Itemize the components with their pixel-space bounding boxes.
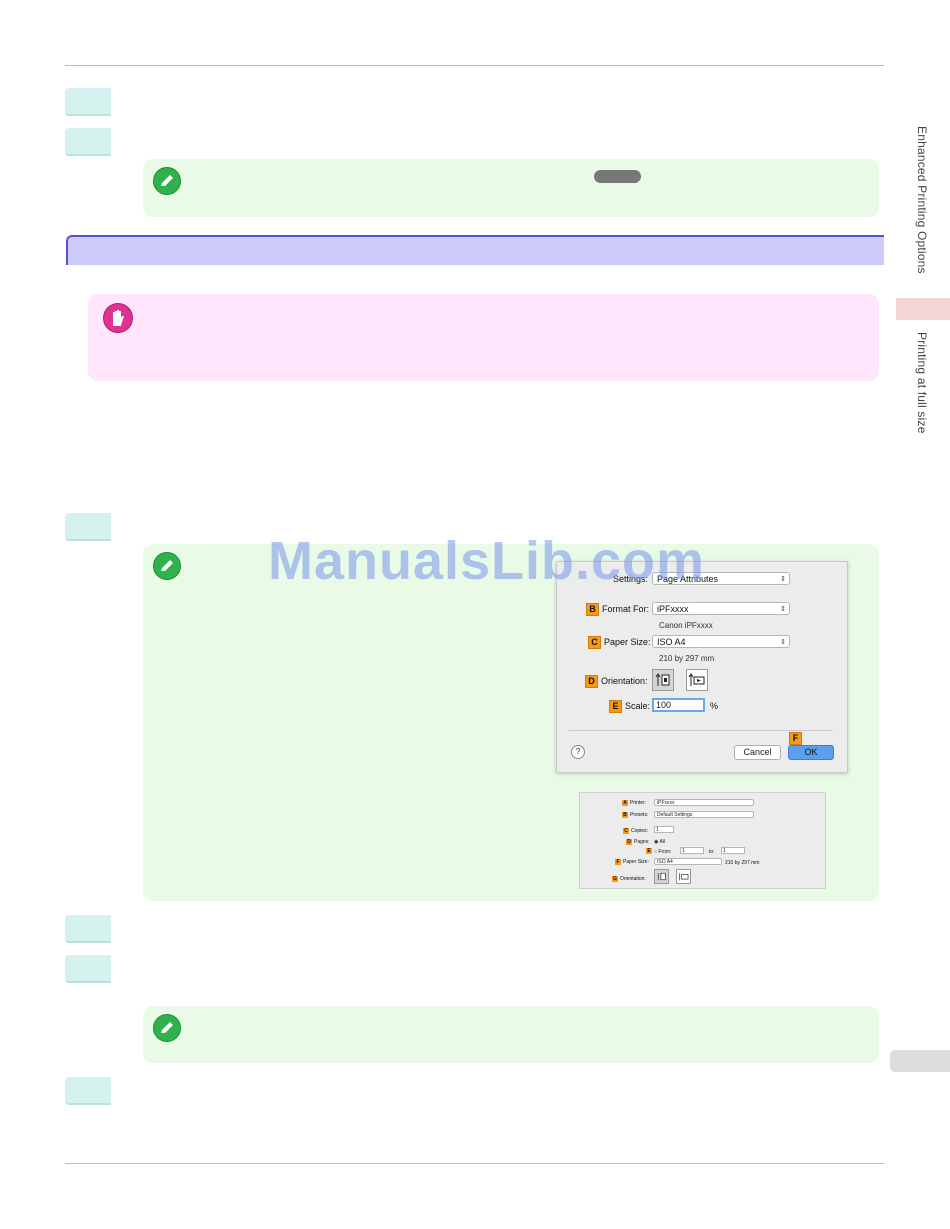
step-marker	[65, 955, 111, 983]
ok-badge: F	[789, 732, 805, 745]
scale-unit: %	[710, 701, 719, 711]
step-marker	[65, 128, 111, 156]
paper-size-popup[interactable]: ISO A4⇕	[652, 635, 790, 648]
ok-button[interactable]: OK	[788, 745, 834, 760]
note-box	[143, 1006, 879, 1063]
landscape-icon	[679, 873, 689, 881]
pages-from-badge: E	[646, 848, 652, 854]
note-pencil-icon	[153, 167, 181, 195]
paper-size-popup[interactable]: ISO A4	[654, 858, 722, 865]
scale-input[interactable]: 100	[652, 698, 705, 712]
side-chapter-label[interactable]: Enhanced Printing Options	[915, 126, 929, 274]
watermark: ManualsLib.com	[268, 531, 706, 591]
pages-to-label: to:	[709, 849, 715, 855]
help-button[interactable]: ?	[571, 745, 585, 759]
portrait-icon	[657, 872, 666, 881]
reference-pill	[594, 170, 641, 183]
note-pencil-icon	[153, 552, 181, 580]
portrait-orientation-button[interactable]	[652, 669, 674, 691]
step-marker	[65, 513, 111, 541]
printer-popup[interactable]: iPFxxxx	[654, 799, 754, 806]
side-index-tab[interactable]	[890, 1050, 950, 1072]
pages-all-radio[interactable]: ◉ All	[654, 839, 666, 845]
note-pencil-icon	[153, 1014, 181, 1042]
format-for-popup[interactable]: iPFxxxx⇕	[652, 602, 790, 615]
updown-arrow-icon: ⇕	[780, 576, 786, 583]
pages-to-input[interactable]: 1	[721, 847, 745, 854]
paper-size-subtitle: 210 by 297 mm	[725, 860, 760, 866]
step-marker	[65, 88, 111, 116]
updown-arrow-icon: ⇕	[780, 606, 786, 613]
copies-input[interactable]: 1	[654, 826, 674, 833]
side-active-marker	[896, 298, 950, 320]
landscape-icon	[688, 673, 705, 686]
pages-from-radio[interactable]: ○ From:	[654, 849, 672, 855]
settings-label: Settings:	[613, 573, 649, 584]
presets-popup[interactable]: Default Settings	[654, 811, 754, 818]
header-rule	[65, 65, 884, 66]
format-for-subtitle: Canon iPFxxxx	[659, 621, 713, 630]
dialog-divider	[569, 730, 833, 731]
settings-popup[interactable]: Page Attributes⇕	[652, 572, 790, 585]
updown-arrow-icon: ⇕	[780, 639, 786, 646]
pages-from-input[interactable]: 1	[680, 847, 704, 854]
section-heading-bar	[66, 235, 884, 265]
landscape-orientation-button[interactable]	[686, 669, 708, 691]
portrait-icon	[655, 673, 670, 686]
cancel-button[interactable]: Cancel	[734, 745, 781, 760]
important-hand-icon	[103, 303, 133, 333]
portrait-orientation-button[interactable]	[654, 869, 669, 884]
note-box	[143, 159, 879, 217]
footer-rule	[65, 1163, 884, 1164]
side-section-label[interactable]: Printing at full size	[915, 332, 929, 434]
step-marker	[65, 1077, 111, 1105]
important-box	[88, 294, 879, 381]
paper-size-subtitle: 210 by 297 mm	[659, 654, 715, 663]
landscape-orientation-button[interactable]	[676, 869, 691, 884]
step-marker	[65, 915, 111, 943]
